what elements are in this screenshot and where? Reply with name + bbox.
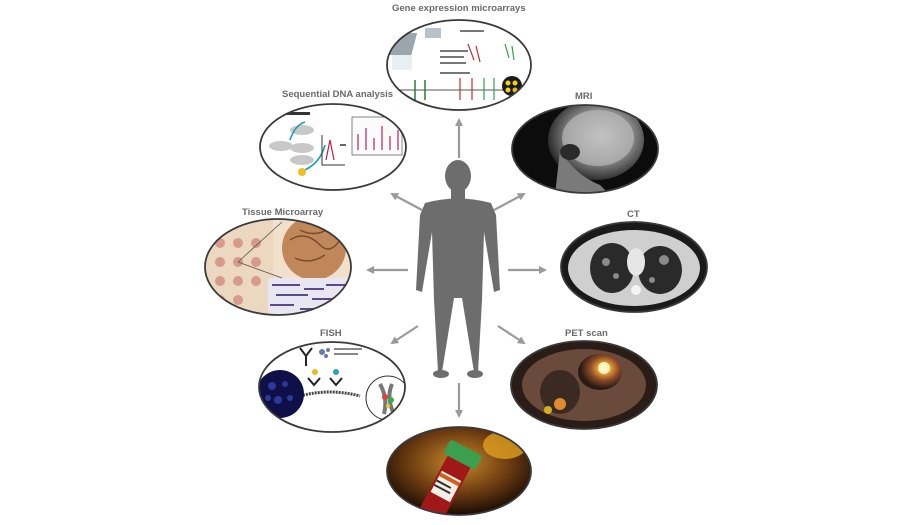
cell-nuclei-image [259,370,304,418]
arrow-to-fish [390,325,419,345]
mri-panel [511,104,659,194]
label-fish: FISH [320,328,342,339]
sequential-dna-panel [259,103,407,191]
gene-expression-panel [386,19,532,111]
label-ct: CT [627,209,640,220]
arrow-to-pet-scan [497,325,526,345]
pet-scan-panel [510,340,658,430]
arrow-to-sequential-dna [390,193,423,211]
label-pet-scan: PET scan [565,328,608,339]
label-gene-expression: Gene expression microarrays [392,3,526,14]
tissue-microarray-panel [204,218,352,316]
arrow-to-mri [493,193,526,211]
blood-tube-icon [420,440,482,515]
label-mri: MRI [575,91,593,102]
arrows [366,118,547,418]
label-tissue-microarray: Tissue Microarray [242,207,324,218]
ct-panel [560,221,708,313]
fish-panel [258,341,406,433]
antibody-icon [299,347,313,366]
label-sequential-dna: Sequential DNA analysis [282,89,394,100]
blood-sample-panel [386,426,532,516]
microarray-spots-icon [502,76,522,96]
human-figure [416,160,500,378]
